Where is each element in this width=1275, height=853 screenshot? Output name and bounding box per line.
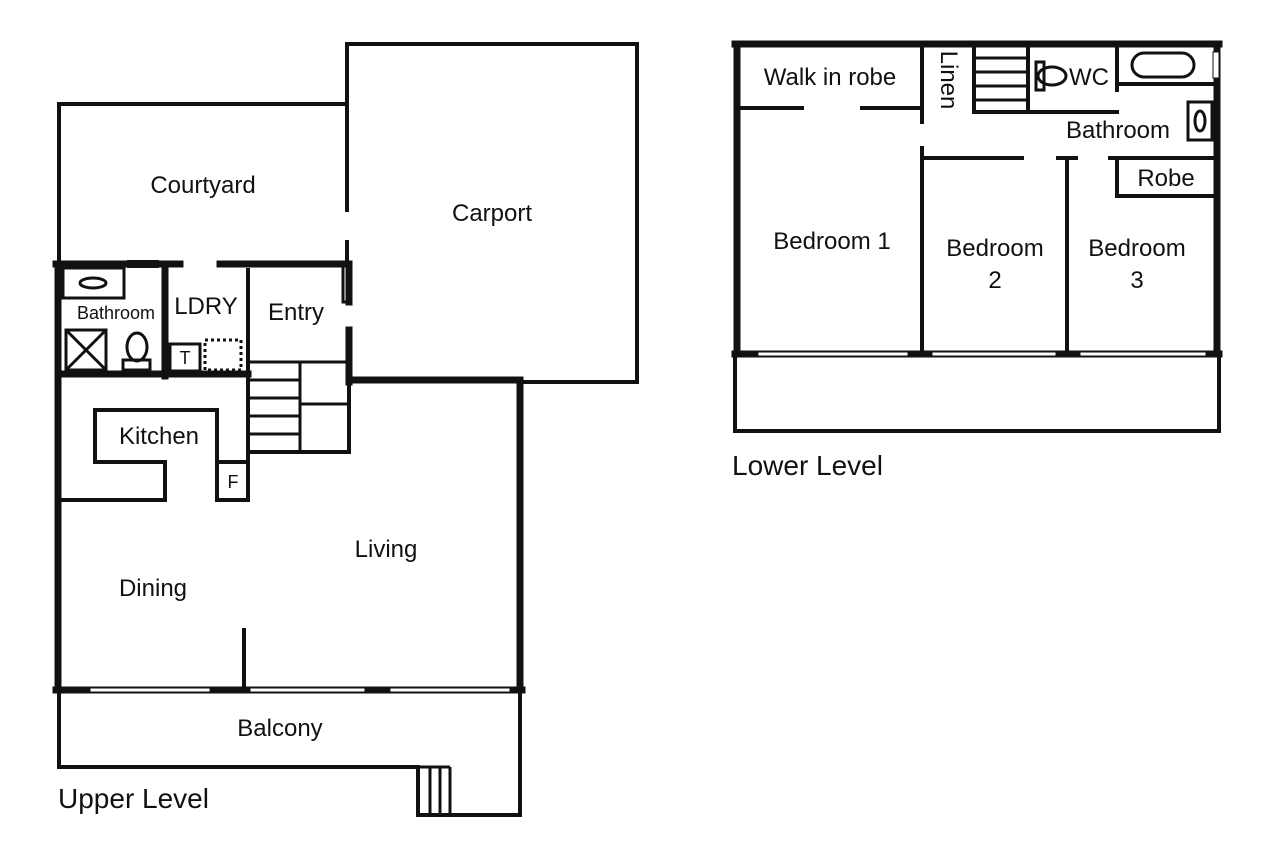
balcony-label: Balcony (237, 715, 322, 742)
upper-level-plan: Courtyard Carport Bathroom LDRY Entry T … (52, 42, 639, 817)
linen-label: Linen (935, 51, 962, 110)
bedroom3-label-line2: 3 (1130, 267, 1143, 294)
lower-level-plan: Walk in robe Linen WC Bathroom Robe Bedr… (731, 40, 1223, 481)
toilet-icon (125, 331, 149, 363)
toilet-tag-label: T (180, 348, 191, 368)
bathtub-icon (1130, 51, 1196, 79)
shower-icon (64, 328, 108, 372)
lower-glazing-2 (931, 351, 1057, 357)
toilet-cistern (121, 358, 152, 372)
lower-stairs (972, 42, 1119, 114)
glazing-3 (389, 687, 511, 693)
lower-glazing-1 (757, 351, 909, 357)
upper-level-caption: Upper Level (58, 783, 209, 814)
lower-vanity (1186, 100, 1214, 142)
vanity (61, 266, 126, 300)
lower-deck (733, 352, 1221, 433)
bath-window (1212, 51, 1220, 79)
window (127, 260, 159, 268)
courtyard-walls (57, 102, 349, 264)
lower-level-caption: Lower Level (732, 450, 883, 481)
glazing-2 (249, 687, 366, 693)
shower-cross-b (64, 328, 108, 372)
lower-bathroom-label: Bathroom (1066, 117, 1170, 144)
robe-walls (1115, 156, 1217, 198)
living-label: Living (355, 536, 418, 563)
bedroom2-label-line2: 2 (988, 267, 1001, 294)
dining-label: Dining (119, 575, 187, 602)
laundry-label: LDRY (174, 293, 238, 320)
entry-label: Entry (268, 299, 324, 326)
carport-walls (345, 42, 639, 384)
balcony-steps (418, 765, 452, 815)
wc-cistern (1034, 60, 1046, 92)
walk-in-robe-label: Walk in robe (764, 64, 897, 91)
upper-stairs (246, 360, 351, 454)
lower-basin-icon (1193, 109, 1207, 133)
lower-glazing-3 (1079, 351, 1207, 357)
bedroom1-label: Bedroom 1 (773, 228, 890, 255)
tub-box (168, 342, 202, 373)
wc-label: WC (1069, 64, 1109, 91)
robe-label: Robe (1137, 165, 1194, 192)
fridge-label: F (228, 472, 239, 492)
bedroom2-label-line1: Bedroom (946, 235, 1043, 262)
glazing-1 (89, 687, 211, 693)
courtyard-label: Courtyard (150, 172, 255, 199)
washer-icon (203, 338, 243, 372)
kitchen-bench (60, 374, 250, 502)
balcony-walls (57, 688, 522, 817)
kitchen-label: Kitchen (119, 423, 199, 450)
basin-icon (78, 276, 108, 290)
bathroom-label: Bathroom (77, 303, 155, 323)
bedroom3-label-line1: Bedroom (1088, 235, 1185, 262)
wc-toilet-icon (1036, 65, 1068, 87)
carport-label: Carport (452, 200, 532, 227)
